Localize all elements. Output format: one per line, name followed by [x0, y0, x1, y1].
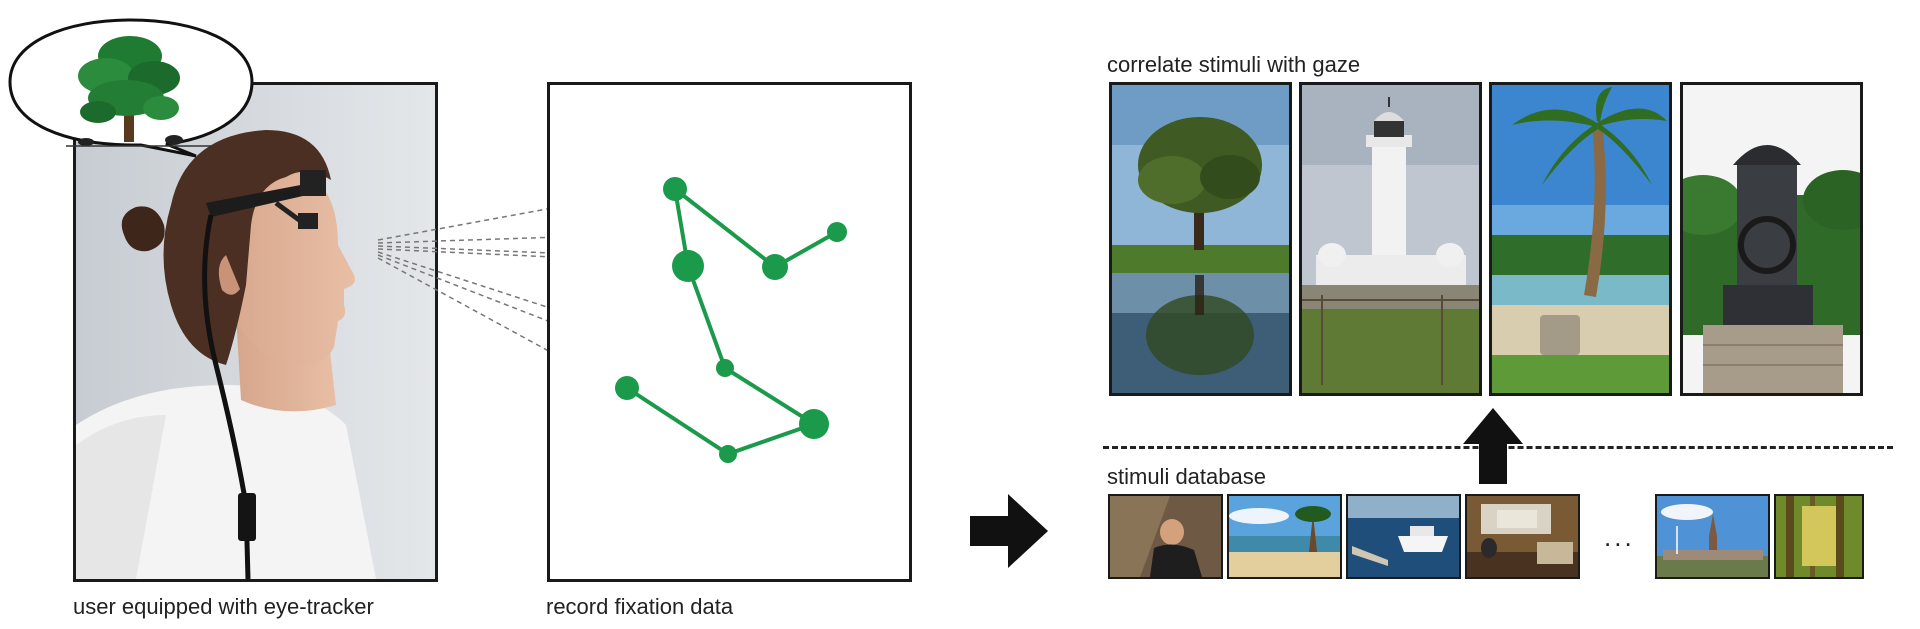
fixation-point [672, 250, 704, 282]
caption-correlate: correlate stimuli with gaze [1107, 52, 1361, 77]
fixation-point [615, 376, 639, 400]
caption-database: stimuli database [1107, 464, 1266, 489]
up-arrow-icon [1463, 408, 1523, 484]
fixation-point [827, 222, 847, 242]
tree-reflection-photo [1109, 82, 1292, 396]
office-room-photo [1465, 494, 1580, 579]
village-church-photo [1655, 494, 1770, 579]
fixation-point [762, 254, 788, 280]
user-photo [73, 82, 438, 582]
fixation-point [663, 177, 687, 201]
climber-photo [1108, 494, 1223, 579]
right-arrow-icon [970, 494, 1050, 568]
ellipsis-more-stimuli: ... [1604, 522, 1635, 552]
caption-record: record fixation data [546, 594, 734, 619]
palm-beach-photo [1489, 82, 1672, 396]
lighthouse-photo [1299, 82, 1482, 396]
fixation-point [716, 359, 734, 377]
caption-user: user equipped with eye-tracker [73, 594, 374, 619]
fixation-plot [547, 82, 912, 582]
beach-photo [1227, 494, 1342, 579]
thought-bubble-tree-icon [6, 16, 256, 158]
fixation-point [799, 409, 829, 439]
harbor-boats-photo [1346, 494, 1461, 579]
forest-path-photo [1774, 494, 1864, 579]
fixation-point [719, 445, 737, 463]
monument-photo [1680, 82, 1863, 396]
